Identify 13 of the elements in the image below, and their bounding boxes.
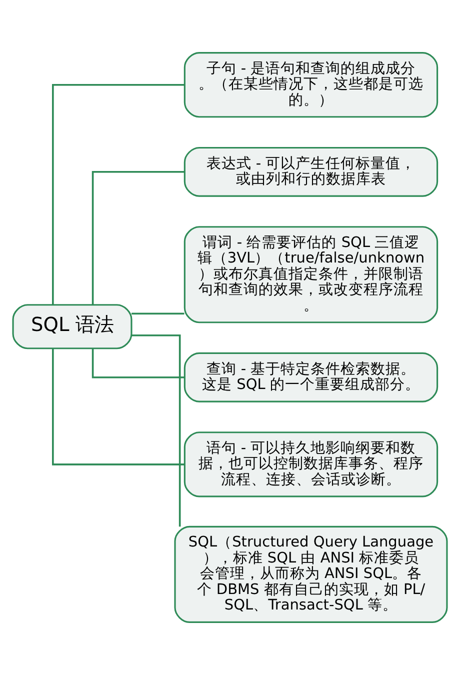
connector — [92, 171, 184, 305]
node-box: 表达式 - 可以产生任何标量值，或由列和行的数据库表 — [184, 146, 438, 197]
connector — [52, 84, 185, 305]
node-box: SQL 语法 — [12, 304, 132, 350]
node-box: 子句 - 是语句和查询的组成成分。（在某些情况下，这些都是可选的。） — [184, 52, 438, 118]
connector — [132, 312, 184, 315]
node-box: SQL（Structured Query Language），标准 SQL 由 ANSI 标准委员会管理，从而称为 ANSI SQL。各个 DBMS 都有自己的实现，如 PL/SQL、Transact-SQL 等。 — [174, 526, 448, 623]
connector — [92, 348, 184, 378]
node-box: 查询 - 基于特定条件检索数据。这是 SQL 的一个重要组成部分。 — [184, 352, 438, 402]
node-box: 谓词 - 给需要评估的 SQL 三值逻辑（3VL）（true/false/unknown）或布尔真值指定条件，并限制语句和查询的效果，或改变程序流程。 — [184, 226, 438, 324]
connector — [52, 348, 185, 466]
node-box: 语句 - 可以持久地影响纲要和数据，也可以控制数据库事务、程序流程、连接、会话或诊断。 — [184, 432, 438, 498]
connector — [132, 334, 181, 527]
